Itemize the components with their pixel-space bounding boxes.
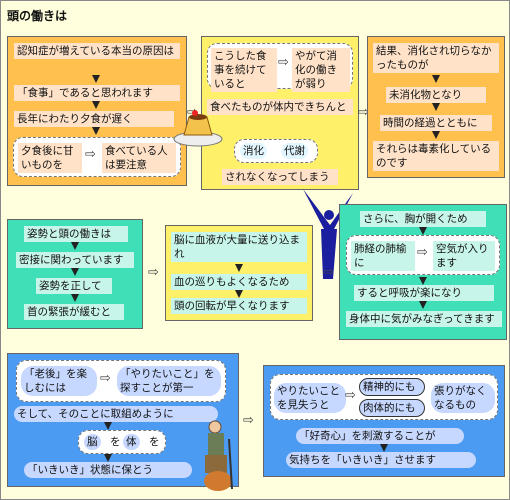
- text-sweets-after-dinner: 夕食後に甘いものを ⇨ 食べている人は要注意: [13, 137, 181, 177]
- text-over-time: 時間の経過とともに: [380, 115, 492, 131]
- tag-body: 体: [123, 434, 140, 450]
- text-becomes-undigested: 未消化物となり: [386, 87, 486, 103]
- arrow-right-icon: ⇨: [417, 245, 428, 260]
- arrow-down: [92, 75, 100, 83]
- text-particle-o-2: を: [149, 436, 160, 448]
- arrow-down: [104, 454, 112, 462]
- text-lose-energy: 張りがなくなるもの: [431, 383, 495, 413]
- pudding-illustration: [173, 110, 223, 147]
- stretching-person-illustration: [303, 189, 353, 279]
- text-weakened-digestion: やがて消化の働きが弱り: [292, 48, 350, 92]
- text-make-lively: 気持ちを「いきいき」させます: [286, 452, 476, 468]
- arrow-down: [71, 242, 79, 250]
- arrow-down: [92, 101, 100, 109]
- brain-body-group: 脳 を 体 を: [78, 430, 166, 454]
- text-keep-lively: 「いきいき」状態に保とう: [24, 462, 192, 478]
- text-enjoy-old-age: 「老後」を楽しむには: [21, 366, 97, 396]
- text-circulation: 血の巡りもよくなるため: [171, 274, 307, 290]
- tag-physically: 肉体的にも: [359, 399, 425, 417]
- arrow-down: [432, 103, 440, 111]
- text-particle-o-1: を: [110, 436, 121, 448]
- panel-enjoy-old-age: 「老後」を楽しむには ⇨ 「やりたいこと」を探すことが第一 そして、そのことに取…: [7, 353, 239, 487]
- digestion-group: こうした食事を続けていると ⇨ やがて消化の働きが弱り: [207, 43, 353, 92]
- panel-breathing: さらに、胸が開くため 肺経の肺榆に ⇨ 空気が入ります すると呼吸が楽になり 身…: [339, 204, 507, 340]
- arrow-right-icon: ⇨: [278, 55, 289, 70]
- lose-direction-group: やりたいことを見失うと ⇨ 精神的にも 肉体的にも 張りがなくなるもの: [270, 374, 498, 420]
- text-correct-posture: 姿勢を正して: [36, 278, 112, 294]
- arrow-down: [419, 277, 427, 285]
- text-blood-to-brain: 脳に血液が大量に送り込まれ: [171, 232, 307, 262]
- tag-digestion: 消化: [240, 143, 267, 159]
- text-faster-thinking: 頭の回転が早くなります: [171, 298, 307, 314]
- tag-metabolism: 代謝: [281, 143, 308, 159]
- panel-blood-flow: 脳に血液が大量に送り込まれ 血の巡りもよくなるため 頭の回転が早くなります: [165, 225, 313, 321]
- text-work-on-it: そして、そのことに取組めように: [14, 406, 218, 422]
- text-closely-related: 密接に関わっています: [16, 252, 134, 268]
- diagram-title: 頭の働きは: [7, 9, 68, 23]
- arrow-right-icon: ⇨: [358, 105, 369, 120]
- text-dementia-cause: 認知症が増えている本当の原因は: [14, 43, 180, 59]
- tag-mentally: 精神的にも: [359, 378, 425, 396]
- panel-posture: 姿勢と頭の働きは 密接に関わっています 姿勢を正して 首の緊張が緩むと: [7, 219, 143, 329]
- arrow-down: [432, 131, 440, 139]
- arrow-right-icon: ⇨: [323, 265, 334, 280]
- text-lose-sight: やりたいことを見失うと: [274, 383, 346, 413]
- text-air-enters: 空気が入ります: [433, 241, 495, 271]
- arrow-right-icon: ⇨: [243, 413, 254, 428]
- text-energy-fills: 身体中に気がみなぎってきます: [346, 311, 502, 327]
- arrow-right-icon: ⇨: [345, 388, 356, 403]
- arrow-down: [432, 75, 440, 83]
- panel-toxins: 結果、消化され切らなかったものが 未消化物となり 時間の経過とともに それらは毒…: [367, 36, 505, 178]
- tag-brain: 脳: [84, 434, 101, 450]
- old-age-group: 「老後」を楽しむには ⇨ 「やりたいこと」を探すことが第一: [16, 360, 226, 402]
- panel-diet-cause: 認知症が増えている本当の原因は 「食事」であると思われます 長年にわたり夕食が遅…: [7, 36, 187, 186]
- arrow-down: [419, 301, 427, 309]
- arrow-down: [235, 290, 243, 298]
- arrow-down: [71, 294, 79, 302]
- arrow-down: [419, 227, 427, 235]
- arrow-down: [104, 422, 112, 430]
- text-easy-breathing: すると呼吸が楽になり: [354, 285, 494, 301]
- arrow-right-icon: ⇨: [100, 371, 111, 386]
- lung-meridian-group: 肺経の肺榆に ⇨ 空気が入ります: [346, 235, 500, 275]
- arrow-right-icon: ⇨: [85, 147, 96, 162]
- text-caution: 食べている人は要注意: [102, 143, 176, 173]
- text-food-not-processed: 食べたものが体内できちんと: [207, 99, 353, 115]
- panel-digestion: こうした食事を続けていると ⇨ やがて消化の働きが弱り 食べたものが体内できちん…: [201, 36, 359, 190]
- text-not-done: されなくなってしまう: [222, 169, 338, 185]
- text-continuing-diet: こうした食事を続けていると: [211, 48, 277, 92]
- text-lung-point: 肺経の肺榆に: [351, 241, 415, 271]
- text-toxins: それらは毒素化しているのです: [373, 141, 499, 171]
- text-undigested: 結果、消化され切らなかったものが: [373, 43, 499, 73]
- panel-curiosity: やりたいことを見失うと ⇨ 精神的にも 肉体的にも 張りがなくなるもの 「好奇心…: [263, 365, 505, 477]
- text-late-dinner: 長年にわたり夕食が遅く: [14, 111, 174, 127]
- elderly-person-illustration: [204, 420, 233, 491]
- arrow-down: [71, 268, 79, 276]
- text-chest-open: さらに、胸が開くため: [360, 211, 486, 227]
- text-neck-relax: 首の緊張が緩むと: [24, 304, 124, 320]
- arrow-down: [235, 264, 243, 272]
- text-find-what-to-do: 「やりたいこと」を探すことが第一: [117, 366, 221, 396]
- text-stimulate-curiosity: 「好奇心」を刺激することが: [296, 428, 464, 444]
- text-posture-brain: 姿勢と頭の働きは: [24, 226, 128, 242]
- arrow-right-icon: ⇨: [148, 265, 159, 280]
- digestion-tags: 消化 代謝: [234, 139, 318, 163]
- arrow-down: [380, 444, 388, 452]
- text-diet-is-cause: 「食事」であると思われます: [14, 85, 180, 101]
- text-sweets: 夕食後に甘いものを: [18, 143, 82, 173]
- arrow-down: [92, 127, 100, 135]
